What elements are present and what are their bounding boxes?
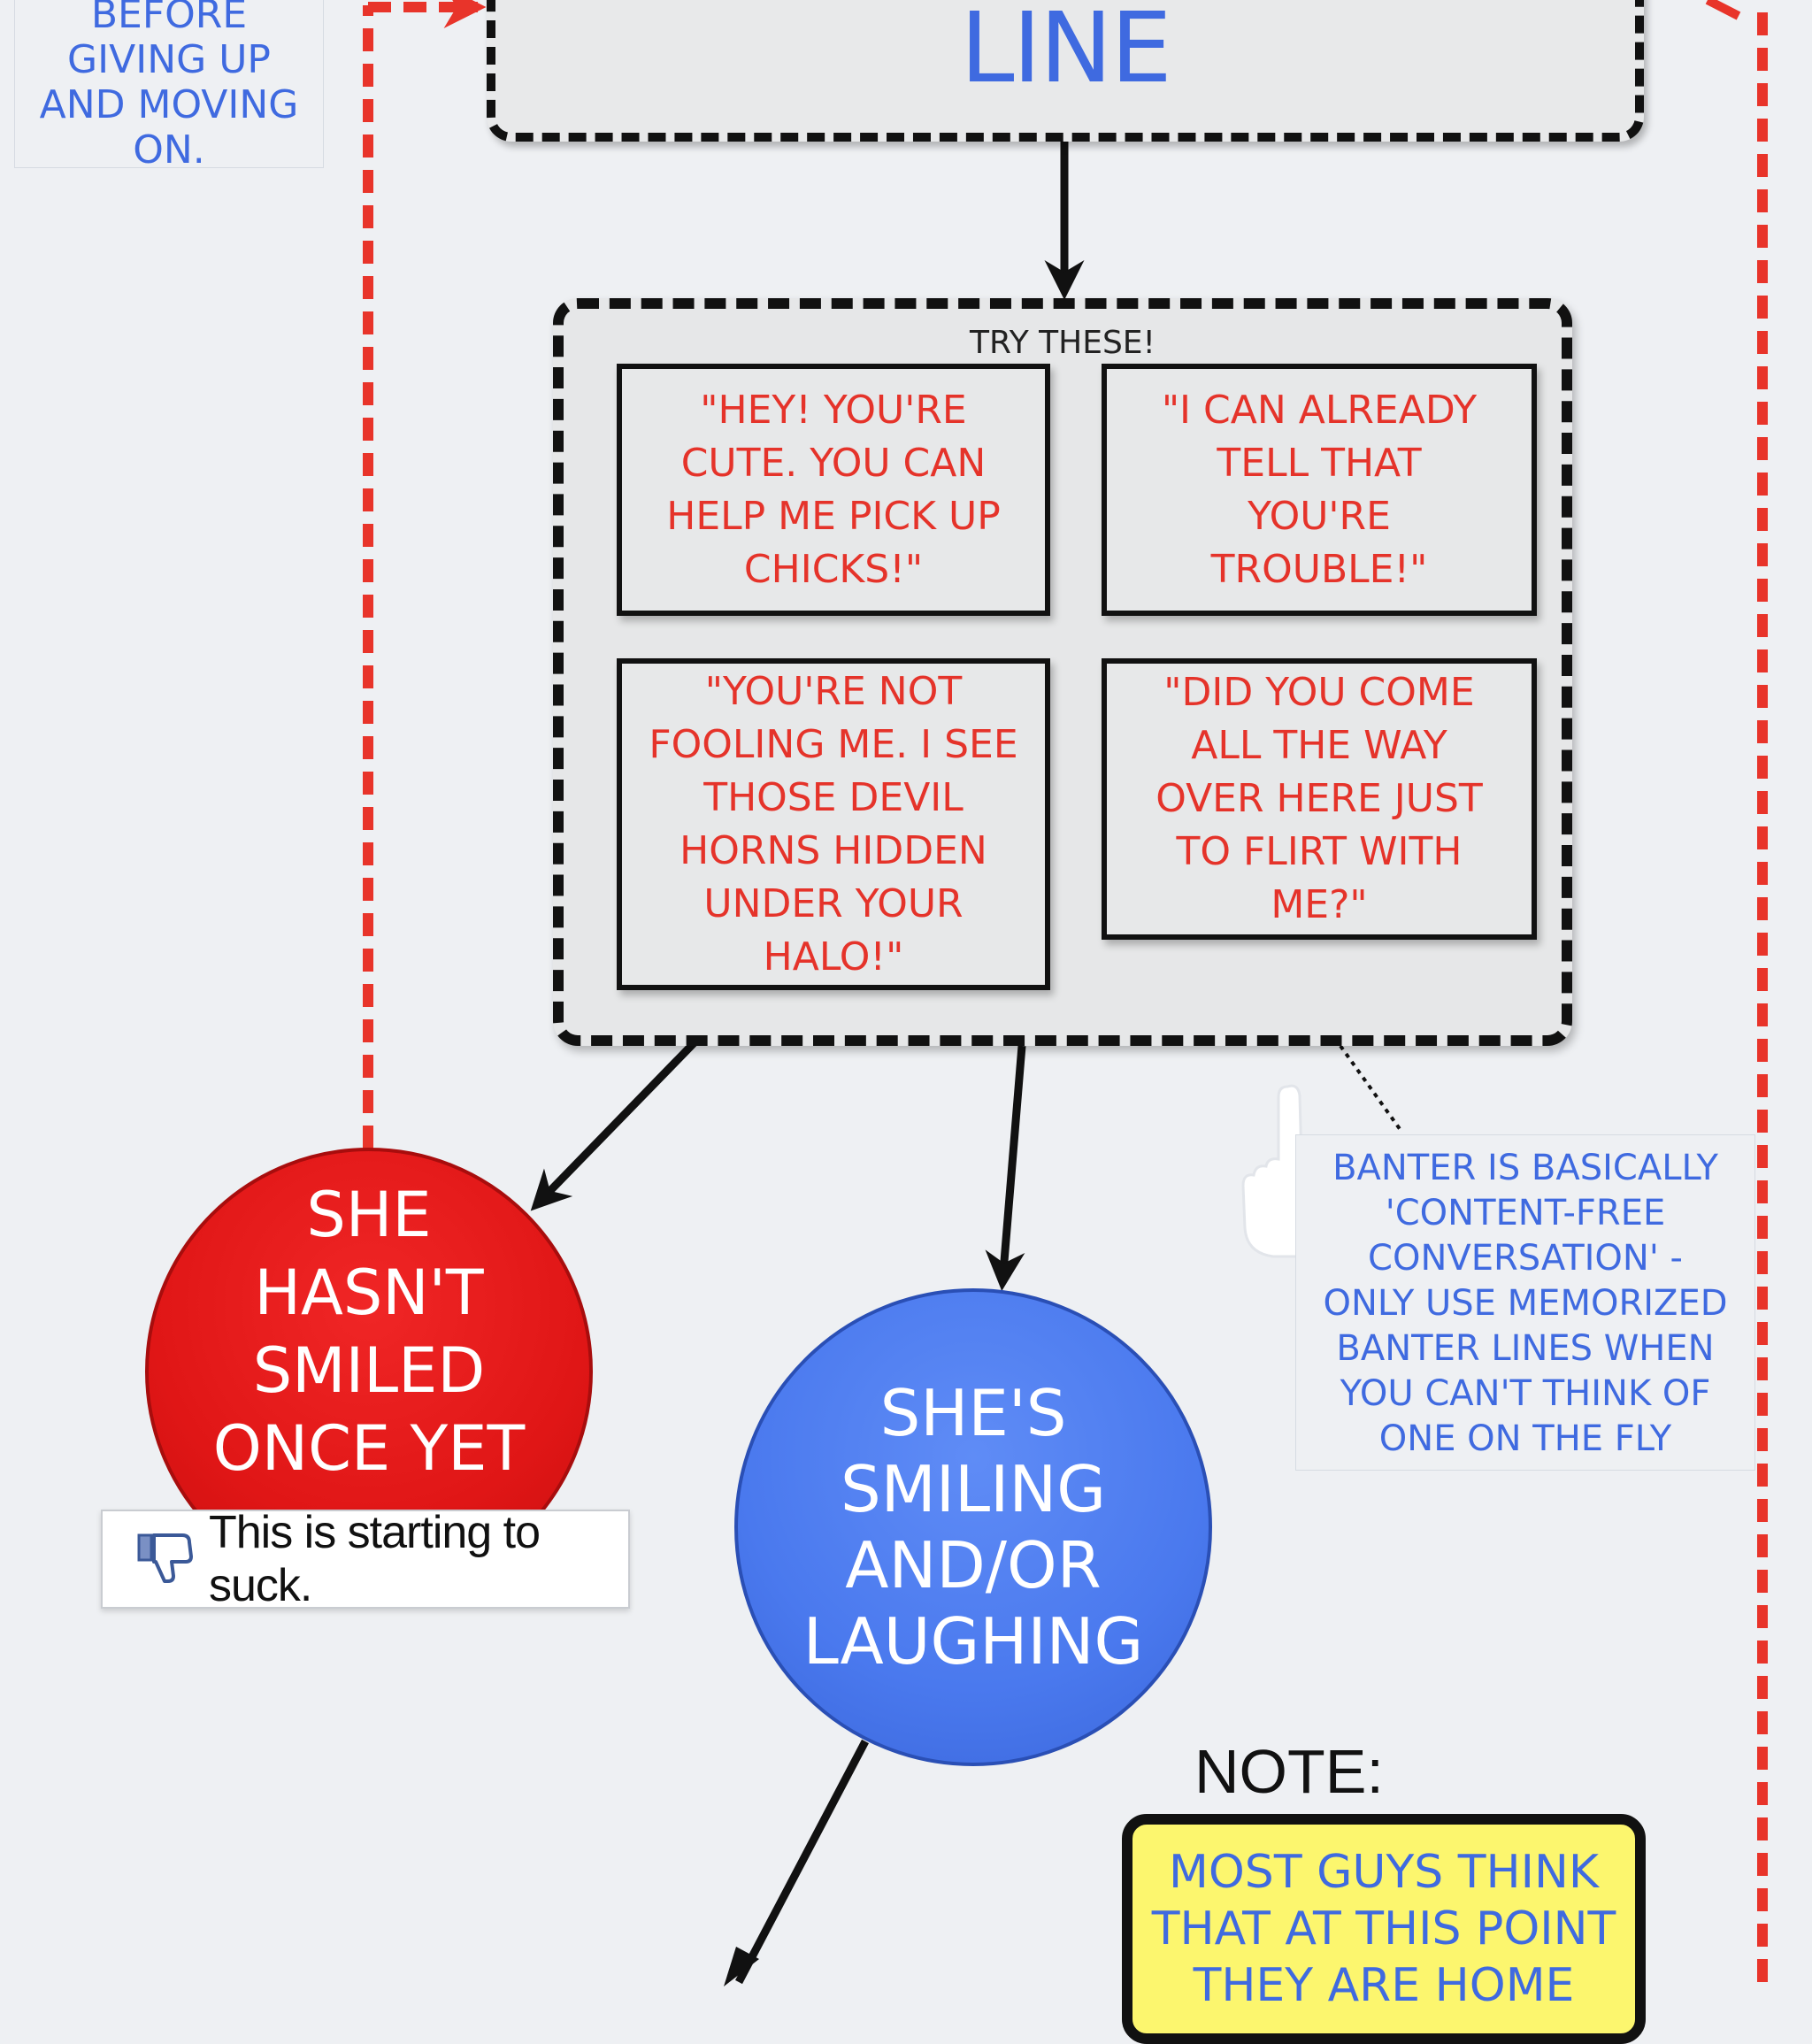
- left-note-line: GIVING UP: [67, 37, 271, 82]
- banter-note-line: 'CONTENT-FREE: [1385, 1193, 1666, 1233]
- arrow-try-to-red: [530, 1039, 698, 1211]
- note-line: THAT AT THIS POINT: [1151, 1902, 1616, 1956]
- status-bar: This is starting to suck.: [101, 1507, 630, 1611]
- note-title: NOTE:: [1194, 1737, 1384, 1806]
- status-bar-text: This is starting to suck.: [209, 1507, 541, 1611]
- outcome-not-smiled-label: SHE HASN'T SMILED ONCE YET: [212, 1179, 526, 1485]
- pickup-line-card: "YOU'RE NOT FOOLING ME. I SEE THOSE DEVI…: [617, 658, 1050, 990]
- banter-note-line: BANTER IS BASICALLY: [1332, 1148, 1718, 1188]
- banter-note-line: BANTER LINES WHEN: [1336, 1328, 1715, 1369]
- line-box: LINE: [487, 0, 1644, 142]
- left-note-line: BEFORE: [90, 0, 248, 37]
- note-line: MOST GUYS THINK: [1169, 1846, 1599, 1899]
- outcome-smiling-label: SHE'S SMILING AND/OR LAUGHING: [802, 1376, 1144, 1679]
- banter-note-line: YOU CAN'T THINK OF: [1340, 1373, 1711, 1414]
- left-note: BEFORE GIVING UP AND MOVING ON.: [14, 0, 324, 173]
- pickup-line-text: "DID YOU COME ALL THE WAY OVER HERE JUST…: [1156, 670, 1483, 927]
- connector-layer: [363, 0, 1768, 1986]
- arrow-blue-down-head: [724, 1947, 759, 1986]
- banter-note-line: ONE ON THE FLY: [1378, 1418, 1672, 1459]
- note-line: THEY ARE HOME: [1193, 1959, 1575, 2012]
- pickup-line-card: "I CAN ALREADY TELL THAT YOU'RE TROUBLE!…: [1102, 364, 1537, 616]
- banter-note-line: CONVERSATION' -: [1368, 1238, 1683, 1279]
- pickup-line-card: "HEY! YOU'RE CUTE. YOU CAN HELP ME PICK …: [617, 364, 1050, 616]
- note-box: MOST GUYS THINK THAT AT THIS POINT THEY …: [1122, 1814, 1646, 2044]
- pickup-line-text: "I CAN ALREADY TELL THAT YOU'RE TROUBLE!…: [1161, 387, 1478, 592]
- try-these-box: TRY THESE! "HEY! YOU'RE CUTE. YOU CAN HE…: [553, 298, 1572, 1046]
- banter-note: BANTER IS BASICALLY 'CONTENT-FREE CONVER…: [1295, 1134, 1755, 1471]
- thumbs-down-icon: [136, 1530, 196, 1588]
- try-these-title: TRY THESE!: [970, 325, 1156, 361]
- arrow-blue-down: [735, 1739, 869, 1985]
- pickup-line-text: "HEY! YOU'RE CUTE. YOU CAN HELP ME PICK …: [666, 387, 1001, 592]
- dotted-pointer: [1339, 1044, 1404, 1134]
- banter-note-line: ONLY USE MEMORIZED: [1323, 1283, 1728, 1324]
- left-note-line: AND MOVING: [39, 82, 299, 127]
- line-box-label: LINE: [960, 0, 1172, 104]
- red-loop-right-top: [1705, 0, 1741, 20]
- outcome-smiling: SHE'S SMILING AND/OR LAUGHING: [734, 1288, 1212, 1766]
- arrow-try-to-blue: [985, 1045, 1026, 1291]
- left-note-line: ON.: [133, 127, 205, 173]
- pickup-line-card: "DID YOU COME ALL THE WAY OVER HERE JUST…: [1102, 658, 1537, 940]
- pickup-line-text: "YOU'RE NOT FOOLING ME. I SEE THOSE DEVI…: [649, 668, 1018, 980]
